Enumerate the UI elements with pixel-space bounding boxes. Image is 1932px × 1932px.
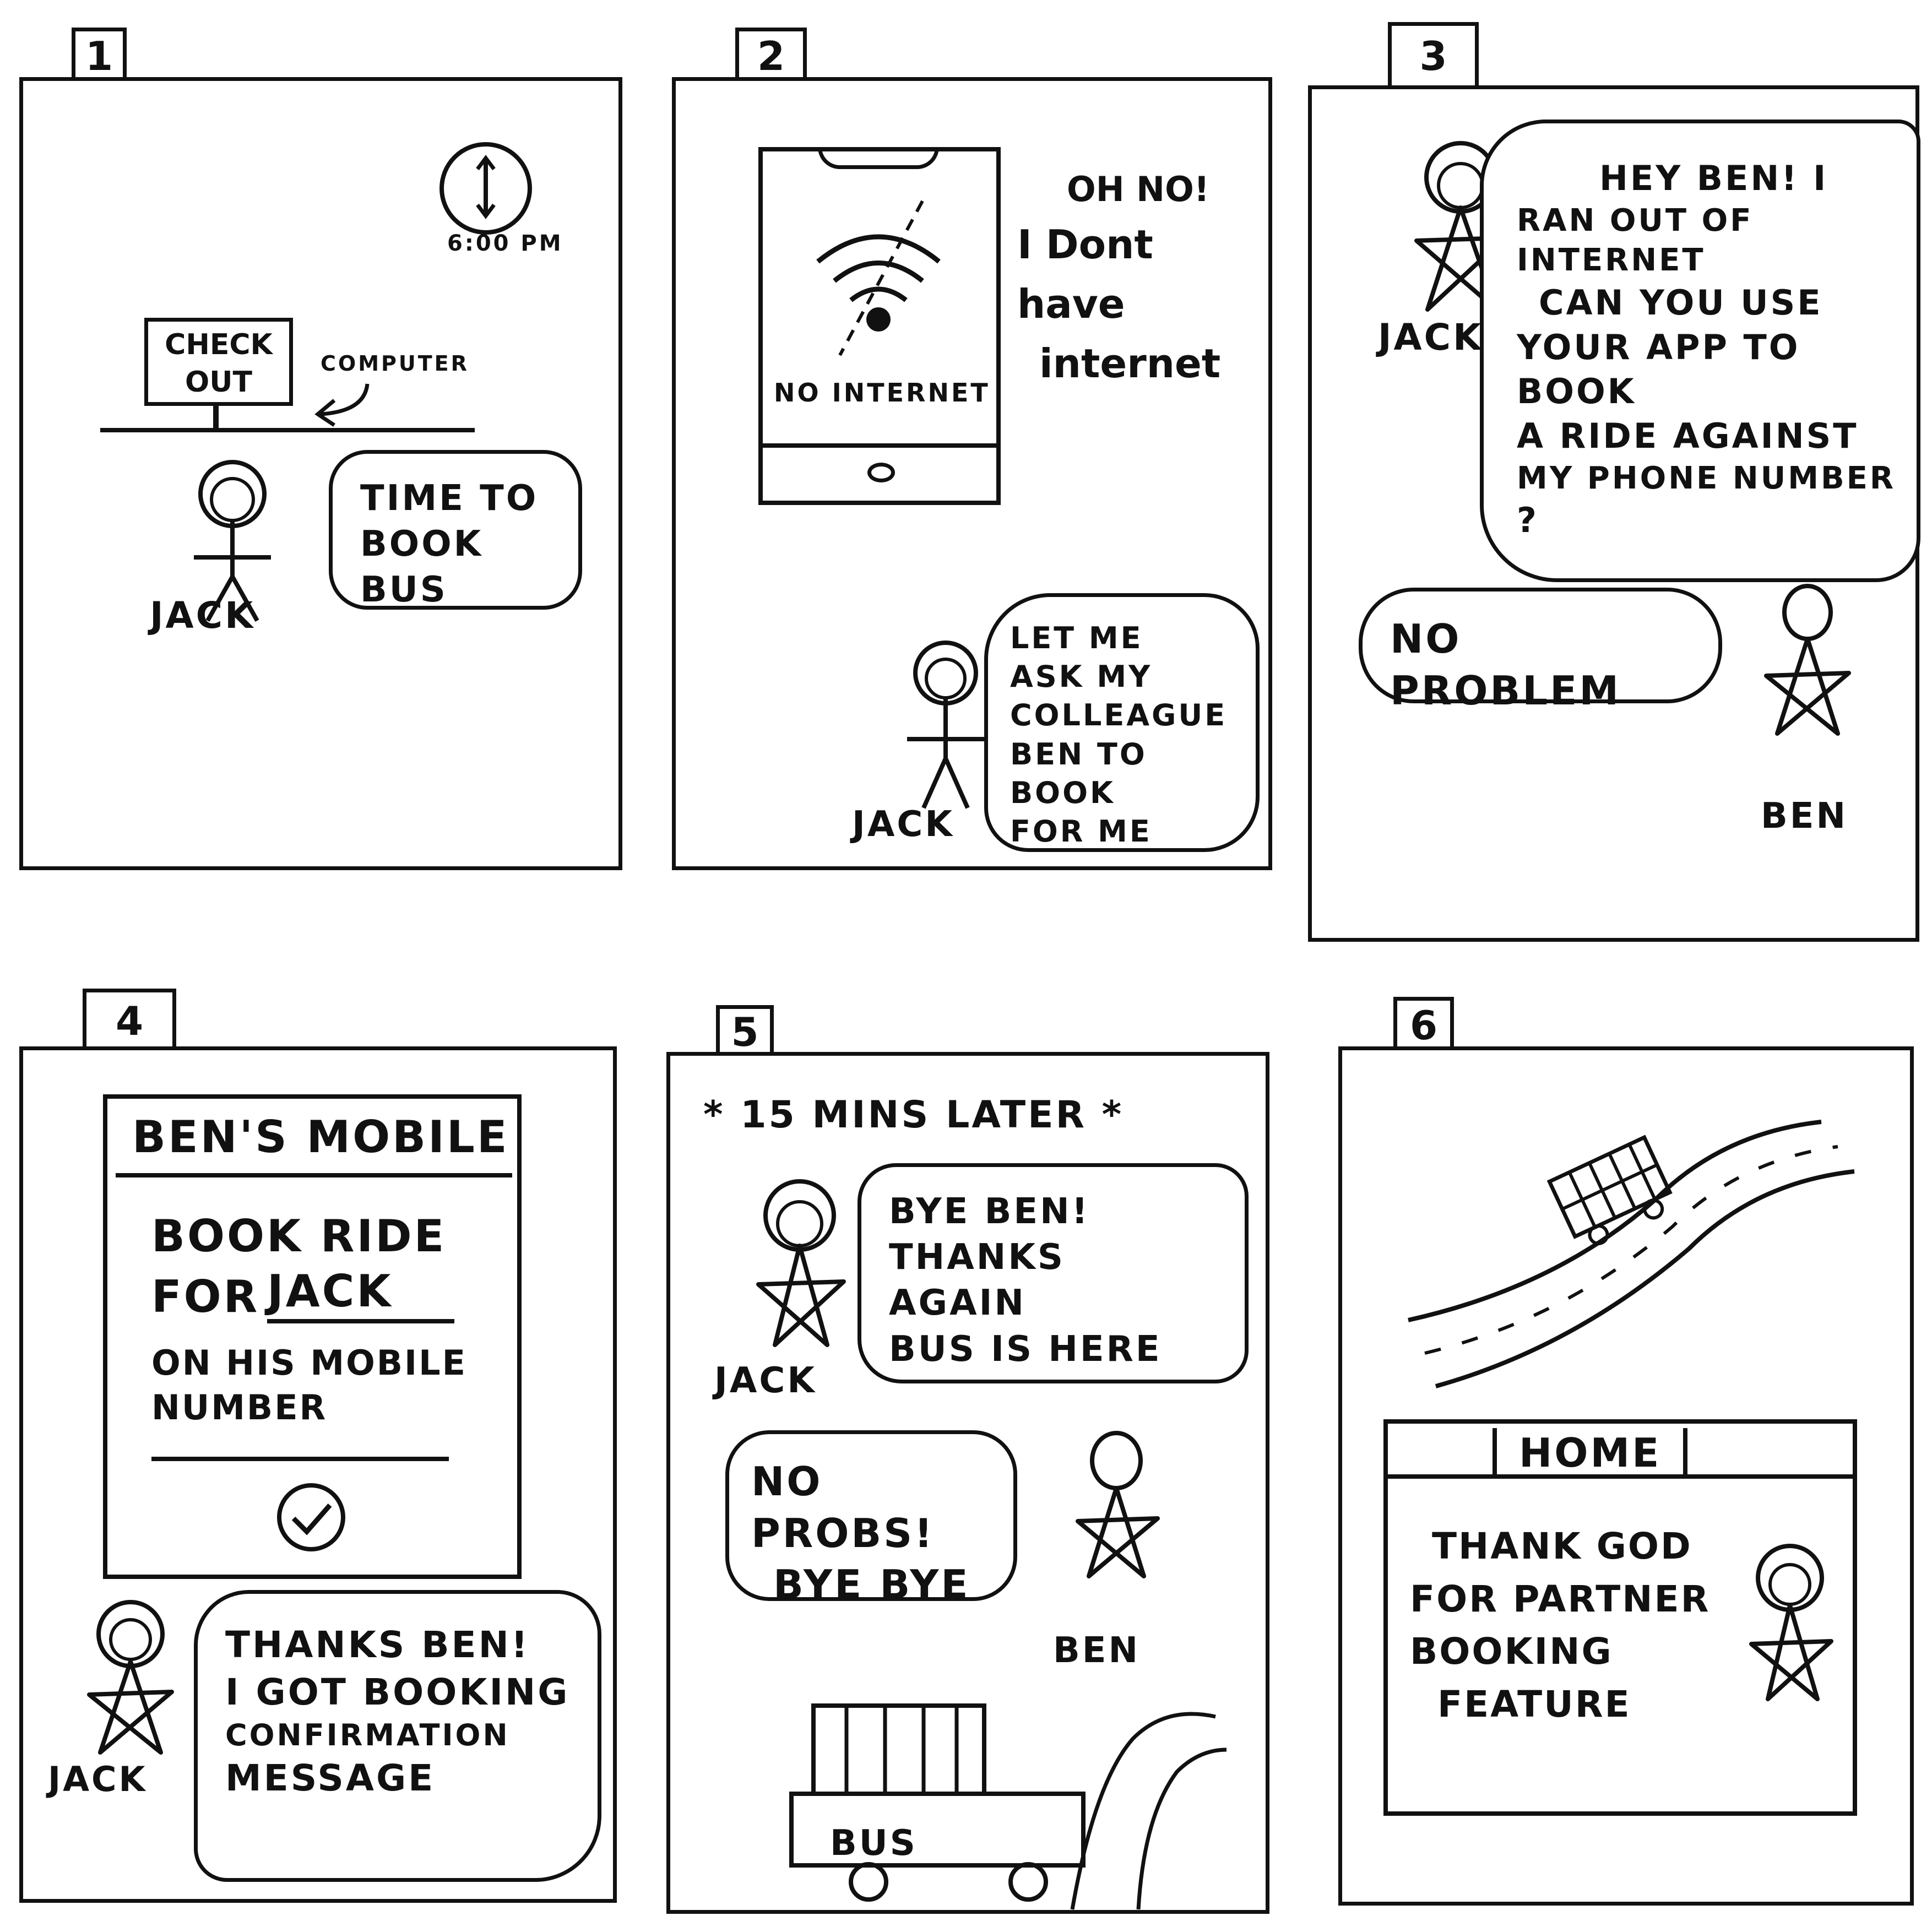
message-line: THANK GOD [1432, 1525, 1692, 1567]
message-line: FOR PARTNER [1410, 1577, 1711, 1620]
panel-5: * 15 MINS LATER * JACK BYE BEN! THANKS A… [666, 1052, 1269, 1914]
jack-speech-bubble: LET ME ASK MY COLLEAGUE BEN TO BOOK FOR … [984, 593, 1260, 852]
clock-icon [439, 142, 532, 235]
arrow-icon [314, 383, 370, 427]
jack-speech-bubble: THANKS BEN! I GOT BOOKING CONFIRMATION M… [194, 1590, 601, 1882]
panel-1-number: 1 [72, 28, 127, 79]
panel-4-number: 4 [83, 989, 176, 1046]
speech-line: BOOK BUS [360, 524, 484, 611]
road-illustration [1408, 1120, 1855, 1388]
checkout-sign: CHECK OUT [144, 318, 293, 406]
screen-divider [116, 1173, 512, 1177]
jack-speech-bubble: TIME TO BOOK BUS [329, 450, 582, 610]
message-line: BOOKING [1410, 1630, 1613, 1673]
panel-3: JACK HEY BEN! I RAN OUT OF INTERNET CAN … [1308, 85, 1920, 942]
jack-name: JACK [1378, 316, 1484, 359]
no-internet-text: NO INTERNET [774, 378, 990, 408]
computer-label: COMPUTER [321, 351, 469, 376]
speech-line: AGAIN [889, 1283, 1026, 1324]
no-wifi-icon [816, 200, 941, 356]
ben-speech-bubble: NO PROBLEM [1359, 588, 1722, 714]
ben-name: BEN [1761, 796, 1848, 837]
bus-label: BUS [830, 1823, 918, 1864]
speech-line: LET ME [1010, 621, 1143, 655]
home-screen-message: THANK GOD FOR PARTNER BOOKING FEATURE [1410, 1520, 1710, 1731]
home-screen-header: HOME [1388, 1424, 1853, 1479]
panel-3-number: 3 [1388, 22, 1479, 85]
jack-name: JACK [150, 594, 256, 637]
thought-line: I Dont [1017, 221, 1153, 268]
panel-6: HOME THANK GOD FOR PARTNER BOOKING FEATU… [1338, 1046, 1914, 1906]
speech-line: NO PROBS! [751, 1458, 935, 1556]
panel-1: 6:00 PM CHECK OUT COMPUTER JACK TIME TO … [19, 77, 622, 870]
thought-line: OH NO! [1067, 169, 1210, 209]
speech-line: NO PROBLEM [1390, 616, 1621, 714]
thought-line: have [1017, 281, 1125, 327]
panel-2: NO INTERNET OH NO! I Dont have internet … [672, 77, 1272, 870]
speech-line: BYE BYE [773, 1561, 970, 1608]
screen-line: NUMBER [151, 1387, 328, 1428]
for-text: FOR [151, 1271, 260, 1322]
speech-line: BUS IS HERE [889, 1328, 1162, 1370]
jack-name-field: JACK [267, 1264, 454, 1323]
home-screen: HOME THANK GOD FOR PARTNER BOOKING FEATU… [1383, 1419, 1857, 1816]
book-ride-text: BOOK RIDE [151, 1211, 447, 1262]
time-caption: * 15 MINS LATER * [703, 1093, 1124, 1137]
ben-figure [1076, 1431, 1160, 1578]
speech-line: ASK MY [1010, 659, 1153, 694]
ben-speech-bubble: NO PROBS! BYE BYE [725, 1430, 1017, 1608]
panel-6-number: 6 [1393, 997, 1454, 1049]
jack-speech-bubble: HEY BEN! I RAN OUT OF INTERNET CAN YOU U… [1480, 120, 1920, 582]
jack-name: JACK [714, 1360, 817, 1401]
speech-line: COLLEAGUE [1010, 698, 1228, 733]
ben-name: BEN [1053, 1630, 1141, 1671]
screen-title: BEN'S MOBILE [132, 1111, 509, 1163]
phone-divider [763, 443, 996, 448]
thought-line: internet [1039, 340, 1221, 387]
speech-line: HEY BEN! I [1599, 158, 1828, 198]
checkout-sign-stand [213, 406, 219, 431]
panel-4: BEN'S MOBILE BOOK RIDE FOR JACK ON HIS M… [19, 1046, 617, 1903]
message-line: FEATURE [1437, 1683, 1631, 1726]
jack-name: JACK [852, 804, 954, 845]
speech-line: THANKS BEN! [225, 1624, 530, 1666]
screen-line: ON HIS MOBILE [151, 1343, 467, 1383]
clock-time: 6:00 PM [447, 231, 563, 256]
jack-speech-bubble: BYE BEN! THANKS AGAIN BUS IS HERE [858, 1163, 1249, 1383]
jack-figure [87, 1600, 174, 1755]
speech-line: A RIDE AGAINST [1517, 415, 1859, 456]
mobile-number-text: ON HIS MOBILE NUMBER [151, 1341, 467, 1430]
speech-line: YOUR APP TO BOOK [1517, 327, 1800, 412]
jack-figure [194, 460, 271, 622]
jack-figure [1749, 1544, 1833, 1701]
home-title[interactable]: HOME [1493, 1428, 1688, 1478]
jack-name: JACK [48, 1759, 148, 1799]
jack-thought: OH NO! I Dont have internet [1017, 164, 1260, 393]
screen-divider [151, 1457, 449, 1461]
jack-figure [756, 1179, 846, 1347]
speech-line: TIME TO [360, 478, 539, 519]
bens-mobile-screen: BEN'S MOBILE BOOK RIDE FOR JACK ON HIS M… [103, 1094, 522, 1579]
bus-illustration [789, 1703, 1227, 1910]
speech-line: BEN TO BOOK [1010, 736, 1147, 810]
speech-line: I GOT BOOKING [225, 1670, 570, 1713]
phone-notch [818, 147, 939, 169]
phone: NO INTERNET [758, 147, 1001, 505]
speech-line: MESSAGE [225, 1756, 436, 1799]
panel-5-number: 5 [716, 1005, 774, 1055]
confirm-check-icon[interactable] [273, 1479, 350, 1556]
speech-line: MY PHONE NUMBER [1517, 460, 1896, 496]
speech-line: CAN YOU USE [1539, 283, 1823, 323]
speech-line: ? [1517, 500, 1539, 541]
speech-line: FOR ME [1010, 813, 1152, 849]
speech-line: BYE BEN! THANKS [889, 1191, 1090, 1278]
jack-figure [907, 641, 984, 809]
speech-line: RAN OUT OF INTERNET [1517, 202, 1754, 279]
home-button [867, 463, 895, 482]
desk-line [100, 428, 475, 432]
speech-line: CONFIRMATION [225, 1717, 510, 1752]
panel-2-number: 2 [735, 28, 807, 79]
ben-figure [1764, 584, 1851, 736]
